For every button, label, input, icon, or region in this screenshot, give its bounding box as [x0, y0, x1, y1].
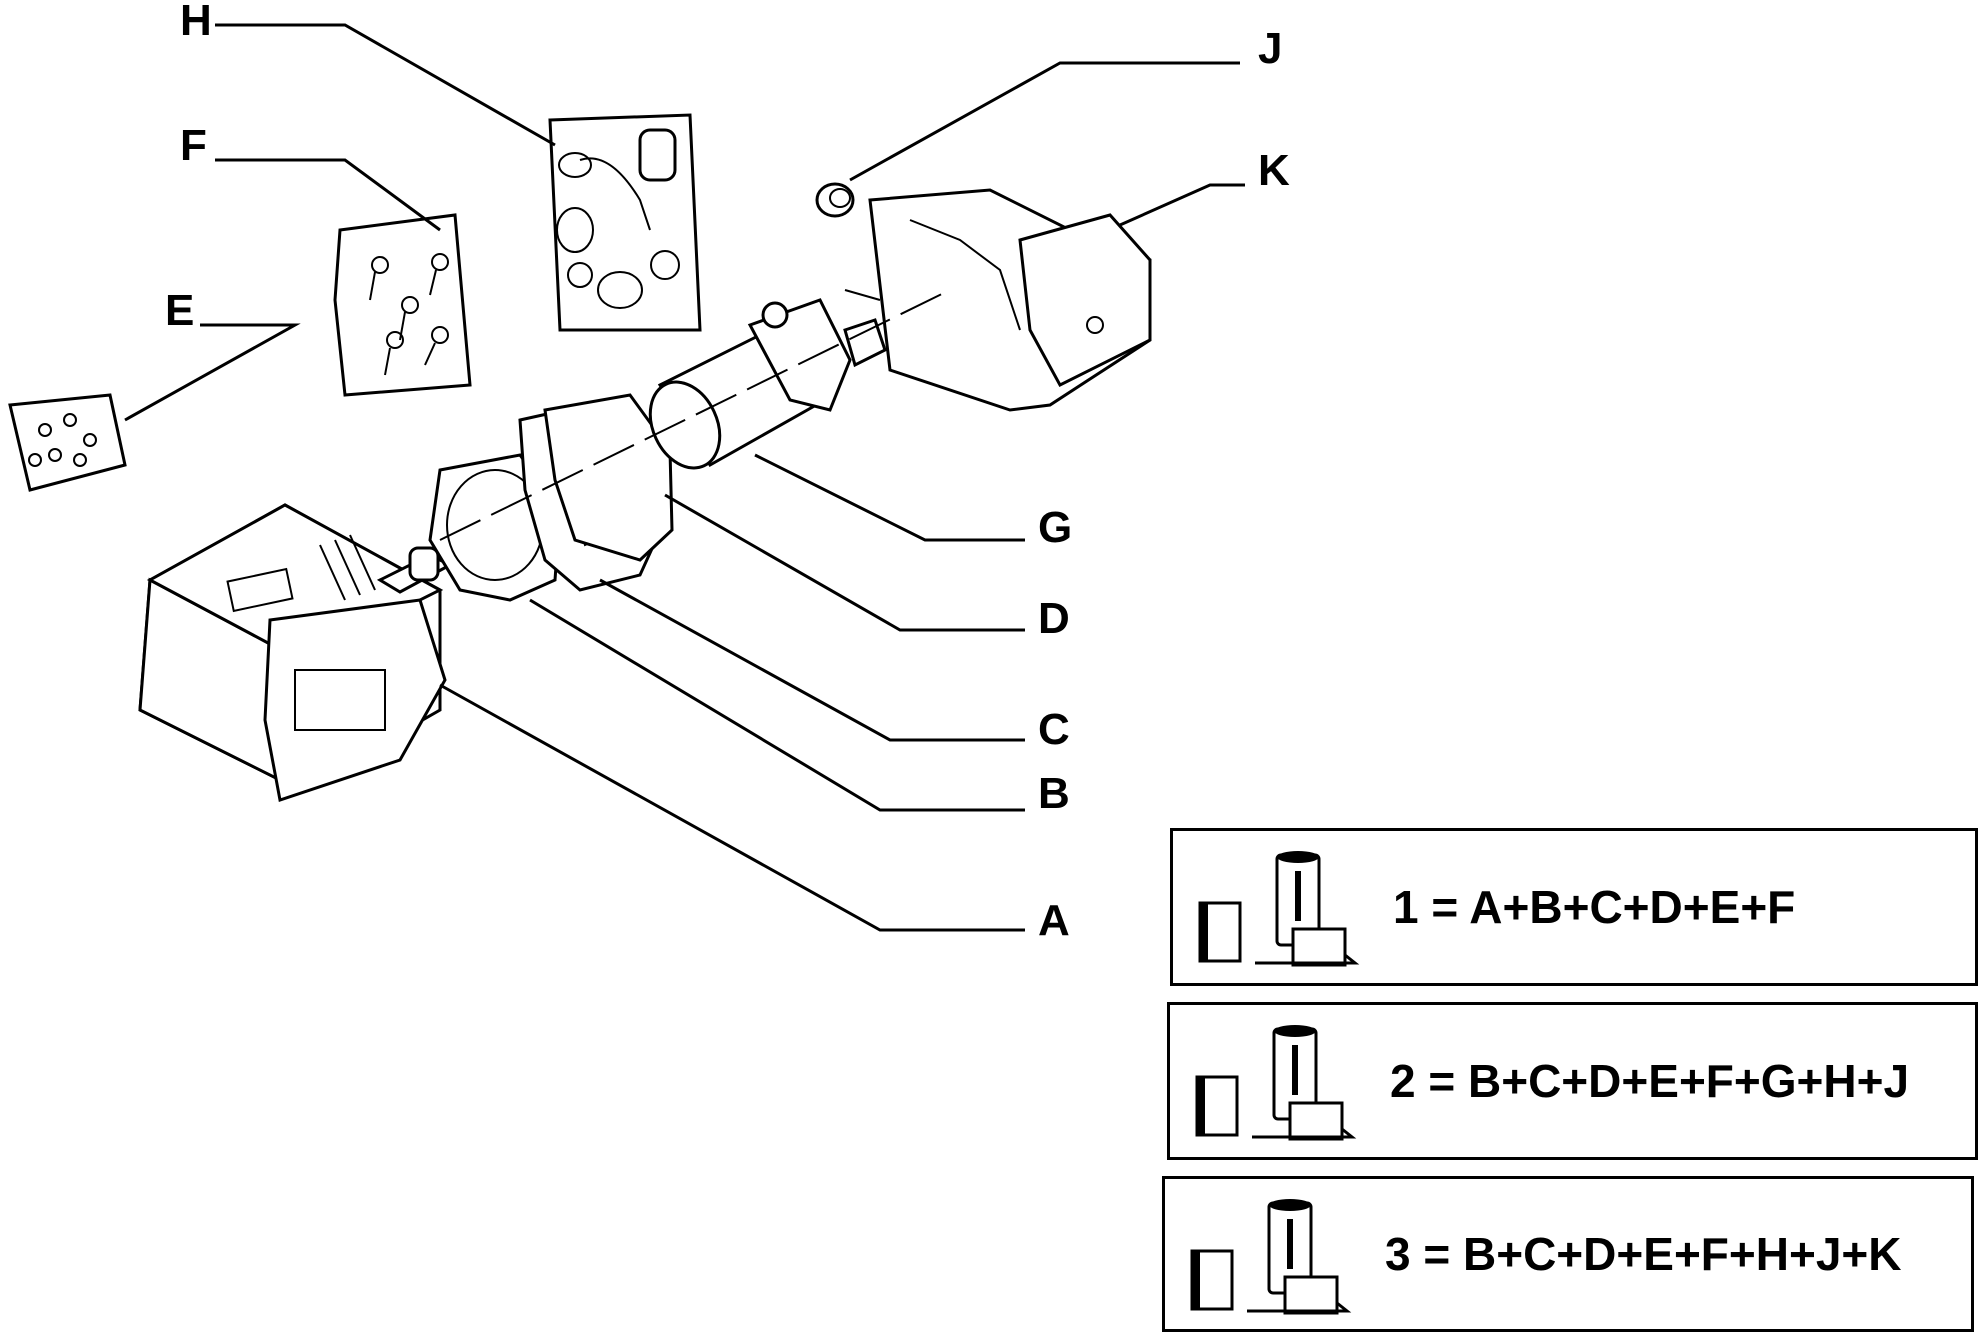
part-f-bolt-bag — [333, 213, 472, 397]
callout-c: C — [1038, 705, 1070, 754]
leader-g — [754, 453, 1025, 542]
leader-a — [439, 683, 1025, 932]
part-a-heater-housing — [138, 503, 454, 802]
callout-j: J — [1258, 24, 1282, 73]
kit-box-1: 1 = A+B+C+D+E+F — [1170, 828, 1978, 986]
callout-e: E — [165, 286, 194, 335]
leader-h — [215, 23, 556, 147]
leader-b — [529, 598, 1025, 812]
part-g-combustion-chamber — [648, 298, 887, 470]
part-h-hose-bag — [548, 113, 702, 332]
leader-f — [215, 158, 441, 232]
callout-d: D — [1038, 594, 1070, 643]
callout-b: B — [1038, 769, 1070, 818]
part-d-flange-gasket — [543, 393, 674, 562]
callout-f: F — [180, 121, 207, 170]
kit-formula: 2 = B+C+D+E+F+G+H+J — [1390, 1055, 1910, 1107]
leader-lines — [124, 23, 1245, 932]
callout-h: H — [180, 0, 212, 45]
kit-formula: 3 = B+C+D+E+F+H+J+K — [1385, 1228, 1902, 1280]
leader-c — [599, 578, 1025, 742]
kit-box-3: 3 = B+C+D+E+F+H+J+K — [1162, 1176, 1974, 1332]
callout-a: A — [1038, 896, 1070, 945]
part-j-connector — [815, 182, 855, 218]
parts-kit-icon — [1198, 851, 1360, 967]
parts-kit-icon — [1190, 1199, 1352, 1315]
part-k-control-unit — [844, 188, 1152, 412]
callout-k: K — [1258, 146, 1290, 195]
part-e-screw-bag — [8, 393, 127, 492]
parts-kit-icon — [1195, 1025, 1357, 1141]
kit-box-2: 2 = B+C+D+E+F+G+H+J — [1167, 1002, 1978, 1160]
leader-k — [1119, 183, 1245, 227]
leader-j — [849, 61, 1240, 182]
leader-d — [664, 493, 1025, 632]
callout-g: G — [1038, 503, 1072, 552]
kit-formula: 1 = A+B+C+D+E+F — [1393, 881, 1796, 933]
leader-e — [124, 323, 301, 422]
